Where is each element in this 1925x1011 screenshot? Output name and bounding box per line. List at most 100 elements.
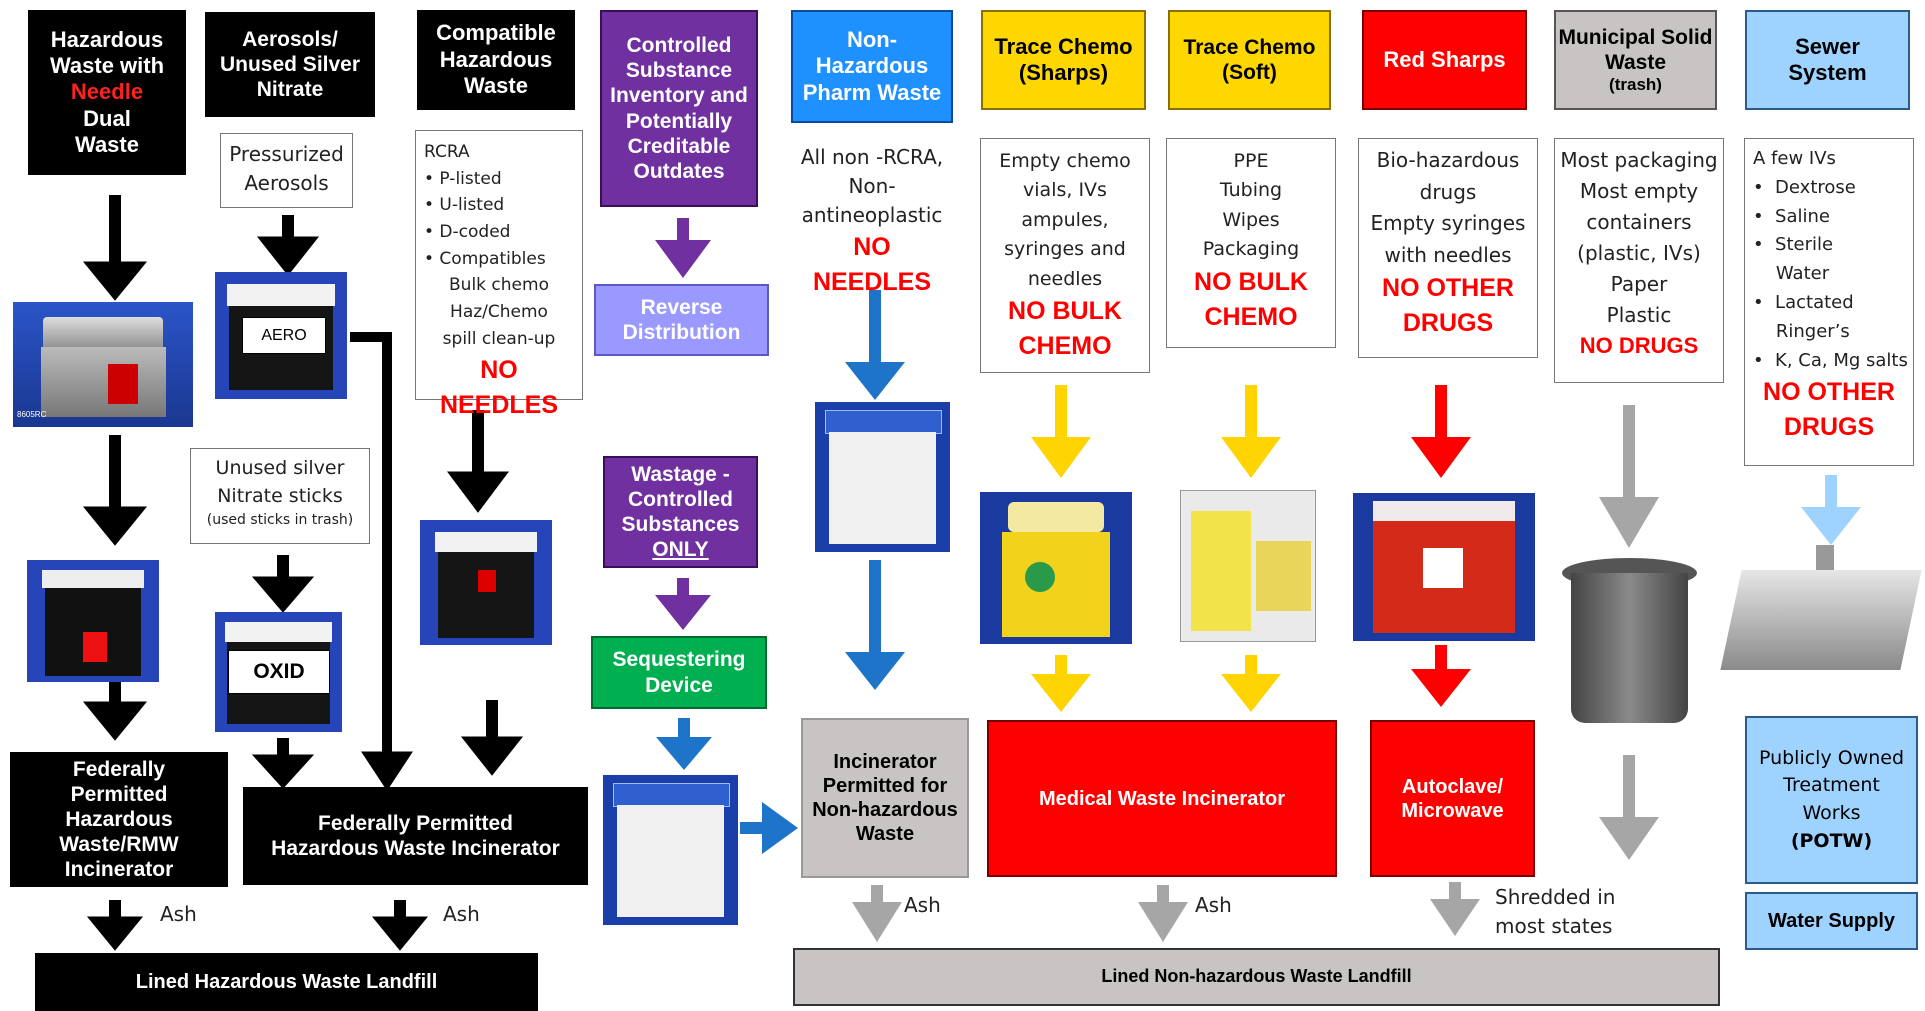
header-line: (Soft) xyxy=(1222,61,1277,84)
header-line: (Sharps) xyxy=(1018,60,1109,85)
desc-line: Non- xyxy=(848,174,896,198)
arrows-yellow xyxy=(1031,385,1281,712)
desc-line: vials, IVs xyxy=(1023,179,1107,202)
lined-nonhazardous-landfill: Lined Non-hazardous Waste Landfill xyxy=(793,948,1720,1006)
rcra-item: • P-listed xyxy=(424,168,502,189)
container-lid xyxy=(42,570,144,588)
trash-can-image xyxy=(1557,558,1702,728)
header-aerosols-text: Aerosols/ Unused Silver Nitrate xyxy=(219,27,361,102)
desc-pressurized-aerosols: Pressurized Aerosols xyxy=(220,133,353,208)
fed-rmw-text: Federally Permitted Hazardous Waste/RMW … xyxy=(59,757,179,882)
header-sewer: Sewer System xyxy=(1745,10,1910,110)
potw: Publicly Owned Treatment Works (POTW) xyxy=(1745,716,1918,884)
container-lid xyxy=(613,783,730,807)
desc-line: Plastic xyxy=(1606,303,1672,327)
incinerator-nonhaz: Incinerator Permitted for Non-hazardous … xyxy=(801,718,969,878)
header-controlled-substance: Controlled Substance Inventory and Poten… xyxy=(600,10,758,207)
desc-line: with needles xyxy=(1384,242,1512,267)
desc-nonhaz-pharm: All non -RCRA, Non- antineoplastic NO NE… xyxy=(791,138,953,296)
desc-line: PPE xyxy=(1233,150,1269,172)
sink-basin xyxy=(1720,570,1922,670)
desc-silver-nitrate: Unused silver Nitrate sticks (used stick… xyxy=(190,448,370,544)
oxid-label-text: OXID xyxy=(253,660,305,683)
container-body xyxy=(617,805,724,917)
header-needle-word: Needle xyxy=(70,79,144,105)
sequestering-text: Sequestering Device xyxy=(612,648,746,697)
sewer-warning: NO OTHER xyxy=(1763,378,1895,407)
header-controlled-text: Controlled Substance Inventory and Poten… xyxy=(610,33,748,183)
yellow-sharps-container-image xyxy=(980,492,1132,644)
header-trace-chemo-sharps: Trace Chemo (Sharps) xyxy=(981,10,1146,110)
header-aerosols: Aerosols/ Unused Silver Nitrate xyxy=(205,12,375,117)
arrows-lightblue xyxy=(1801,475,1861,545)
desc-line: drugs xyxy=(1419,179,1477,204)
header-nonhaz-pharm: Non-Hazardous Pharm Waste xyxy=(791,10,953,123)
desc-line: Paper xyxy=(1610,272,1668,296)
compatible-container-image xyxy=(420,520,552,645)
desc-line: Tubing xyxy=(1219,179,1283,202)
sewer-title: A few IVs xyxy=(1753,148,1836,169)
desc-line: (plastic, IVs) xyxy=(1577,241,1701,265)
wastage-line: Controlled xyxy=(628,487,733,511)
autoclave-text: Autoclave/ Microwave xyxy=(1401,775,1504,822)
arrows-purple xyxy=(655,218,711,630)
header-line: Municipal Solid Waste xyxy=(1558,25,1713,74)
potw-line: Publicly Owned xyxy=(1758,746,1905,769)
container-green-logo xyxy=(1025,562,1055,592)
header-red-sharps-text: Red Sharps xyxy=(1383,46,1506,72)
sewer-item: • K, Ca, Mg salts xyxy=(1753,349,1908,371)
desc-line: needles xyxy=(1027,267,1103,290)
container-body xyxy=(41,347,166,417)
trace-sharps-warning: NO BULK xyxy=(1008,297,1122,326)
ash-note: Ash xyxy=(1195,893,1232,917)
red-sharps-warning: DRUGS xyxy=(1402,309,1494,338)
trace-soft-warning: CHEMO xyxy=(1204,302,1298,331)
sewer-item: • Saline xyxy=(1753,205,1831,227)
container-lid xyxy=(1373,501,1515,523)
faucet xyxy=(1816,545,1834,575)
header-line: Waste xyxy=(75,132,139,158)
container-red-label xyxy=(108,364,138,404)
desc-line: Nitrate sticks xyxy=(217,484,343,507)
ash-note: Ash xyxy=(160,902,197,926)
med-incin-text: Medical Waste Incinerator xyxy=(1039,787,1285,810)
rcra-extra: spill clean-up xyxy=(442,328,556,349)
aero-label: AERO xyxy=(242,317,326,354)
desc-line: Wipes xyxy=(1222,208,1280,231)
sink-image xyxy=(1720,545,1922,685)
container-body xyxy=(829,432,936,544)
bag-box xyxy=(1256,541,1311,611)
reverse-text: Reverse Distribution xyxy=(622,295,741,344)
container-lid xyxy=(1008,502,1104,532)
arrows-black xyxy=(82,195,524,951)
container-lid xyxy=(825,410,942,434)
container-lid xyxy=(227,284,335,306)
desc-trace-soft: PPE Tubing Wipes Packaging NO BULK CHEMO xyxy=(1166,138,1336,348)
desc-line: Most empty xyxy=(1579,179,1699,203)
sewer-item: • Lactated xyxy=(1753,291,1854,313)
fed-haz-text: Federally Permitted Hazardous Waste Inci… xyxy=(271,811,560,860)
potw-abbr: (POTW) xyxy=(1790,829,1873,852)
red-sharps-warning: NO OTHER xyxy=(1382,274,1514,303)
header-sewer-text: Sewer System xyxy=(1788,33,1867,85)
water-supply-text: Water Supply xyxy=(1767,910,1896,932)
potw-line: Works xyxy=(1802,802,1861,824)
desc-municipal: Most packaging Most empty containers (pl… xyxy=(1554,138,1724,383)
potw-line: Treatment xyxy=(1783,774,1880,797)
water-supply: Water Supply xyxy=(1745,892,1918,950)
red-sharps-container-image xyxy=(1353,493,1535,641)
desc-line: antineoplastic xyxy=(801,203,943,227)
nonhaz-landfill-text: Lined Non-hazardous Waste Landfill xyxy=(1101,966,1412,987)
desc-line: Empty syringes xyxy=(1370,211,1526,236)
header-line: Waste with xyxy=(49,52,165,78)
sewer-warning: DRUGS xyxy=(1783,413,1875,442)
rcra-item: • Compatibles xyxy=(424,248,546,269)
header-line: Dual xyxy=(83,105,131,131)
dual-waste-container-image: 8605RC xyxy=(13,302,193,427)
header-municipal: Municipal Solid Waste (trash) xyxy=(1554,10,1717,110)
fed-rmw-incinerator: Federally Permitted Hazardous Waste/RMW … xyxy=(10,752,228,887)
fed-haz-incinerator: Federally Permitted Hazardous Waste Inci… xyxy=(243,787,588,885)
header-compatible: Compatible Hazardous Waste xyxy=(417,10,575,110)
arrows-gray xyxy=(852,405,1659,942)
desc-line: ampules, xyxy=(1021,208,1109,231)
